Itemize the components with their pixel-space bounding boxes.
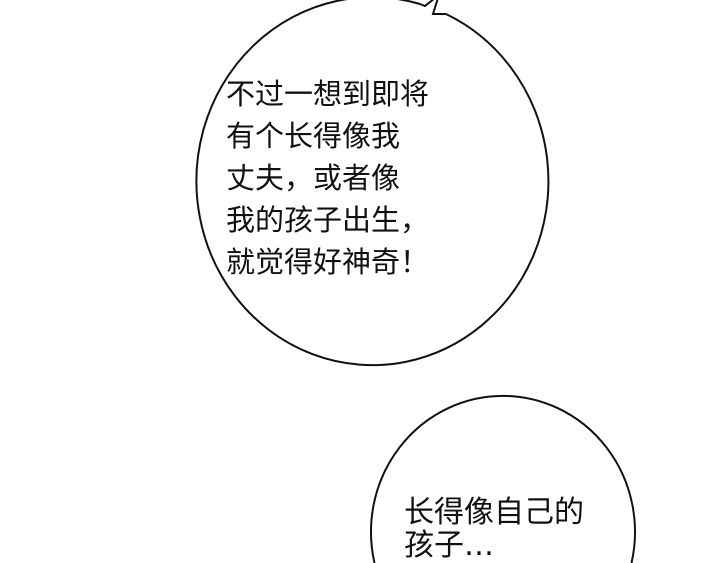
dialogue-line: 有个长得像我 xyxy=(226,119,401,153)
speech-bubble-2-outline xyxy=(370,394,636,563)
speech-bubble-1-tail xyxy=(419,0,446,15)
dialogue-line: 长得像自己的 xyxy=(404,495,584,530)
speech-bubble-1-text: 不过一想到即将 有个长得像我 丈夫，或者像 我的孩子出生， 就觉得好神奇！ xyxy=(226,73,429,283)
speech-bubble-1-outline xyxy=(195,0,550,367)
speech-bubble-2-text: 长得像自己的 孩子… xyxy=(404,496,584,562)
dialogue-line: 孩子… xyxy=(404,528,494,563)
dialogue-line: 我的孩子出生， xyxy=(226,203,430,237)
dialogue-line: 不过一想到即将 xyxy=(226,77,430,111)
dialogue-line: 就觉得好神奇！ xyxy=(226,245,430,279)
dialogue-line: 丈夫，或者像 xyxy=(226,161,401,195)
